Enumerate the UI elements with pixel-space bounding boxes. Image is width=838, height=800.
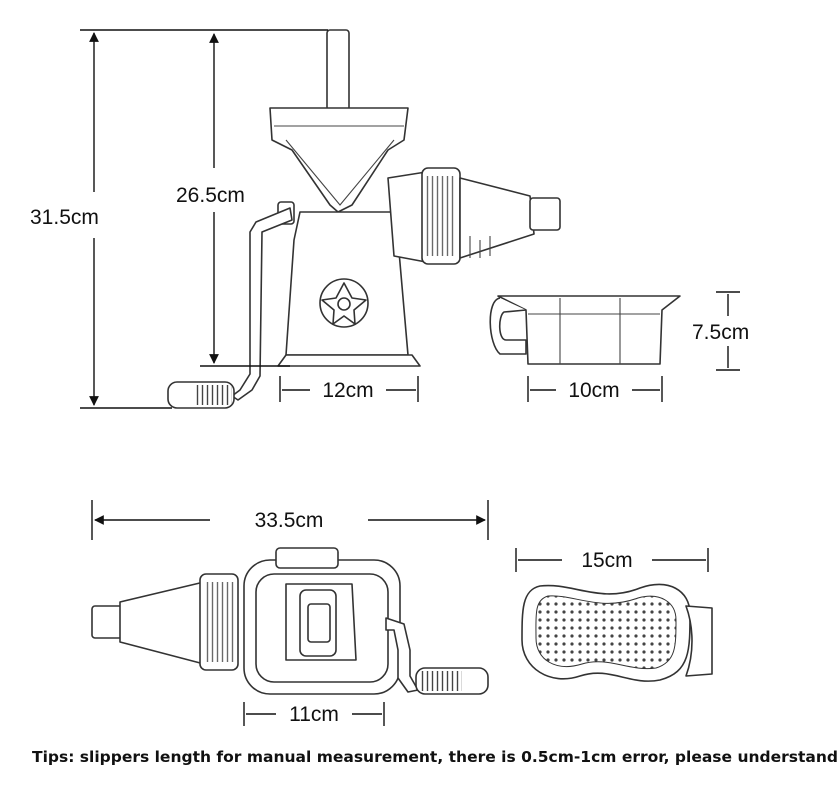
total-length-label: 33.5cm bbox=[255, 509, 324, 532]
strainer-top-view bbox=[521, 583, 713, 682]
cup-width-label: 10cm bbox=[568, 379, 619, 402]
body-height-label: 26.5cm bbox=[176, 184, 245, 207]
juice-cup-side-view bbox=[489, 295, 681, 365]
dimension-diagram: 31.5cm 26.5cm 12cm 7.5cm 10cm 33.5cm 15c… bbox=[30, 29, 749, 726]
cup-height-label: 7.5cm bbox=[692, 321, 749, 344]
juicer-top-view bbox=[91, 547, 489, 695]
top-body-width-label: 11cm bbox=[289, 703, 339, 726]
juicer-front-view bbox=[167, 29, 561, 409]
dimension-lines bbox=[80, 29, 740, 726]
base-width-label: 12cm bbox=[322, 379, 373, 402]
measurement-tips-note: Tips: slippers length for manual measure… bbox=[32, 748, 838, 766]
total-height-label: 31.5cm bbox=[30, 206, 99, 229]
strainer-length-label: 15cm bbox=[581, 549, 632, 572]
